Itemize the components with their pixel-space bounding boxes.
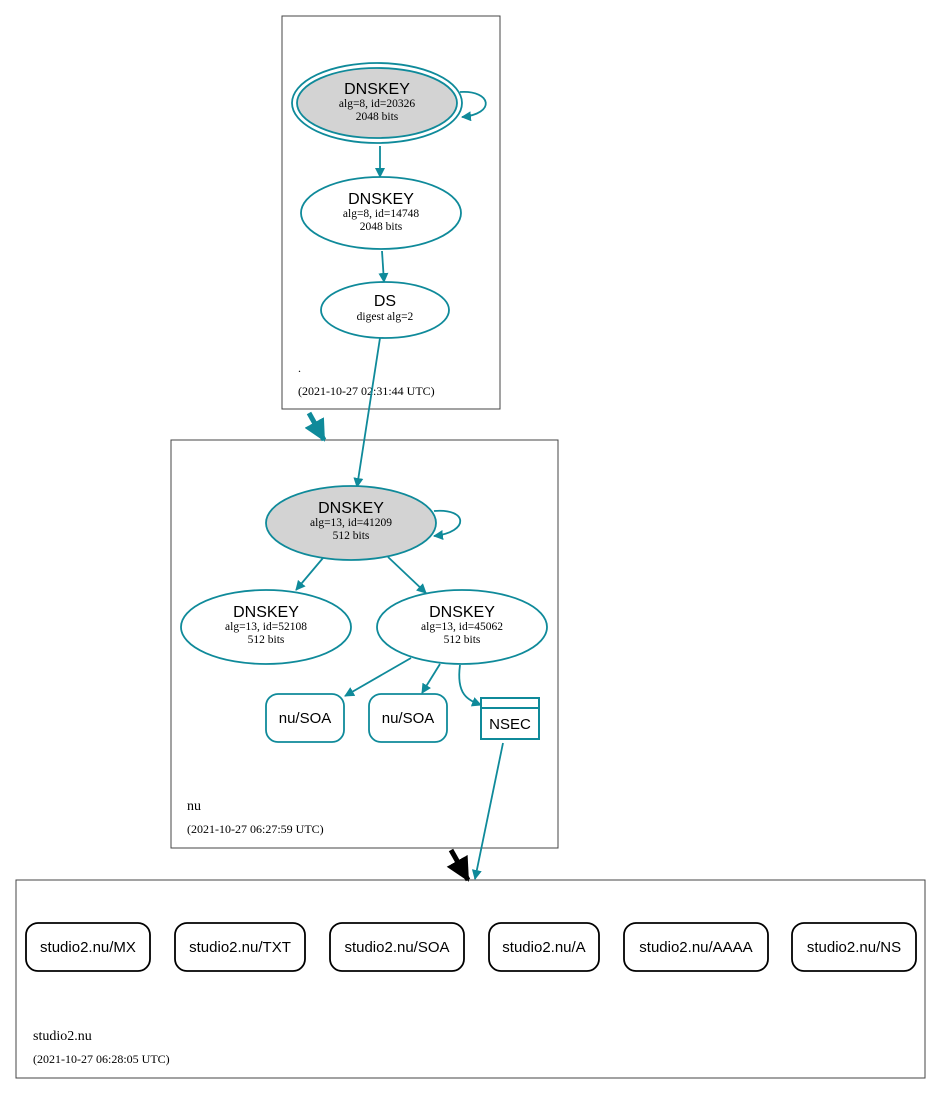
node-nu-ds-line1: digest alg=2 xyxy=(357,311,414,323)
node-root-zsk-title: DNSKEY xyxy=(348,191,414,208)
zone-studio2-box xyxy=(15,879,926,1079)
node-nu-key-b: DNSKEY alg=13, id=45062 512 bits xyxy=(376,589,548,665)
node-nu-ksk-title: DNSKEY xyxy=(318,500,384,517)
node-nu-soa-2-shape xyxy=(368,693,448,743)
record-node-shape xyxy=(329,922,465,972)
edge-nsec-to-studio2 xyxy=(471,742,504,880)
node-nu-ds-title: DS xyxy=(374,293,396,310)
node-root-ksk-inner xyxy=(296,67,458,139)
edge-ds-to-nu-ksk xyxy=(353,337,381,488)
edge-root-ksk-self xyxy=(459,91,487,122)
node-nu-soa-1-shape xyxy=(265,693,345,743)
zone-studio2-name: studio2.nu xyxy=(33,1029,92,1044)
record-node-label: studio2.nu/A xyxy=(502,939,585,956)
node-nu-ds: DS digest alg=2 xyxy=(320,281,450,339)
node-nu-nsec-label: NSEC xyxy=(489,716,531,733)
edge-key-b-to-nsec xyxy=(458,664,482,707)
node-root-ksk-line2: 2048 bits xyxy=(356,111,399,123)
zone-root-name: . xyxy=(298,361,301,375)
node-root-ksk: DNSKEY alg=8, id=20326 2048 bits xyxy=(291,62,463,144)
node-nu-ds-shape xyxy=(320,281,450,339)
zone-studio2: studio2.nu (2021-10-27 06:28:05 UTC) xyxy=(15,879,926,1079)
record-node: studio2.nu/TXT xyxy=(174,922,306,972)
node-nu-key-a-line1: alg=13, id=52108 xyxy=(225,621,307,633)
zone-nu-timestamp: (2021-10-27 06:27:59 UTC) xyxy=(187,822,324,836)
zone-studio2-timestamp: (2021-10-27 06:28:05 UTC) xyxy=(33,1052,170,1066)
edge-delegation-nu-to-studio2 xyxy=(446,848,471,882)
record-node-label: studio2.nu/NS xyxy=(807,939,901,956)
node-root-zsk-shape xyxy=(300,176,462,250)
node-root-ksk-line1: alg=8, id=20326 xyxy=(339,98,415,110)
node-root-zsk: DNSKEY alg=8, id=14748 2048 bits xyxy=(300,176,462,250)
edges xyxy=(295,91,504,880)
edge-nu-ksk-to-key-b xyxy=(387,556,427,594)
record-node-label: studio2.nu/TXT xyxy=(189,939,291,956)
node-nu-key-b-title: DNSKEY xyxy=(429,604,495,621)
zone-root-timestamp: (2021-10-27 02:31:44 UTC) xyxy=(298,384,435,398)
edge-delegation-root-to-nu xyxy=(304,411,327,442)
node-root-zsk-line2: 2048 bits xyxy=(360,221,403,233)
record-node: studio2.nu/AAAA xyxy=(623,922,769,972)
record-list: studio2.nu/MX studio2.nu/TXT studio2.nu/… xyxy=(25,922,917,972)
record-node: studio2.nu/NS xyxy=(791,922,917,972)
record-node-shape xyxy=(791,922,917,972)
node-nu-key-b-line1: alg=13, id=45062 xyxy=(421,621,503,633)
record-node-shape xyxy=(623,922,769,972)
node-nu-key-a-title: DNSKEY xyxy=(233,604,299,621)
node-nu-nsec-shape xyxy=(480,697,540,740)
node-nu-soa-1: nu/SOA xyxy=(265,693,345,743)
record-node-shape xyxy=(25,922,151,972)
node-root-zsk-line1: alg=8, id=14748 xyxy=(343,208,419,220)
node-root-ksk-title: DNSKEY xyxy=(344,81,410,98)
record-node-label: studio2.nu/AAAA xyxy=(639,939,752,956)
record-node: studio2.nu/SOA xyxy=(329,922,465,972)
record-node-shape xyxy=(174,922,306,972)
edge-key-b-to-soa-1 xyxy=(344,657,412,697)
record-node: studio2.nu/MX xyxy=(25,922,151,972)
zone-nu-name: nu xyxy=(187,799,201,814)
node-nu-soa-1-label: nu/SOA xyxy=(279,710,332,727)
node-nu-key-a-shape xyxy=(180,589,352,665)
node-nu-soa-2: nu/SOA xyxy=(368,693,448,743)
node-nu-key-a-line2: 512 bits xyxy=(248,634,285,646)
node-nu-ksk-shape xyxy=(265,485,437,561)
edge-root-zsk-to-ds xyxy=(378,250,389,283)
edge-nu-ksk-to-key-a xyxy=(295,557,324,591)
node-nu-nsec: NSEC xyxy=(480,697,540,740)
node-nu-key-b-line2: 512 bits xyxy=(444,634,481,646)
edge-key-b-to-soa-2 xyxy=(421,663,441,694)
record-node-label: studio2.nu/SOA xyxy=(344,939,449,956)
zone-root: . (2021-10-27 02:31:44 UTC) xyxy=(281,15,501,410)
record-node-label: studio2.nu/MX xyxy=(40,939,136,956)
edge-nu-ksk-self xyxy=(433,509,462,540)
node-nu-ksk-line1: alg=13, id=41209 xyxy=(310,517,392,529)
node-nu-soa-2-label: nu/SOA xyxy=(382,710,435,727)
node-nu-ksk-line2: 512 bits xyxy=(333,530,370,542)
node-nu-key-a: DNSKEY alg=13, id=52108 512 bits xyxy=(180,589,352,665)
record-node: studio2.nu/A xyxy=(488,922,600,972)
node-nu-key-b-shape xyxy=(376,589,548,665)
node-nu-ksk: DNSKEY alg=13, id=41209 512 bits xyxy=(265,485,437,561)
node-root-ksk-outer xyxy=(291,62,463,144)
record-node-shape xyxy=(488,922,600,972)
zone-root-box xyxy=(281,15,501,410)
